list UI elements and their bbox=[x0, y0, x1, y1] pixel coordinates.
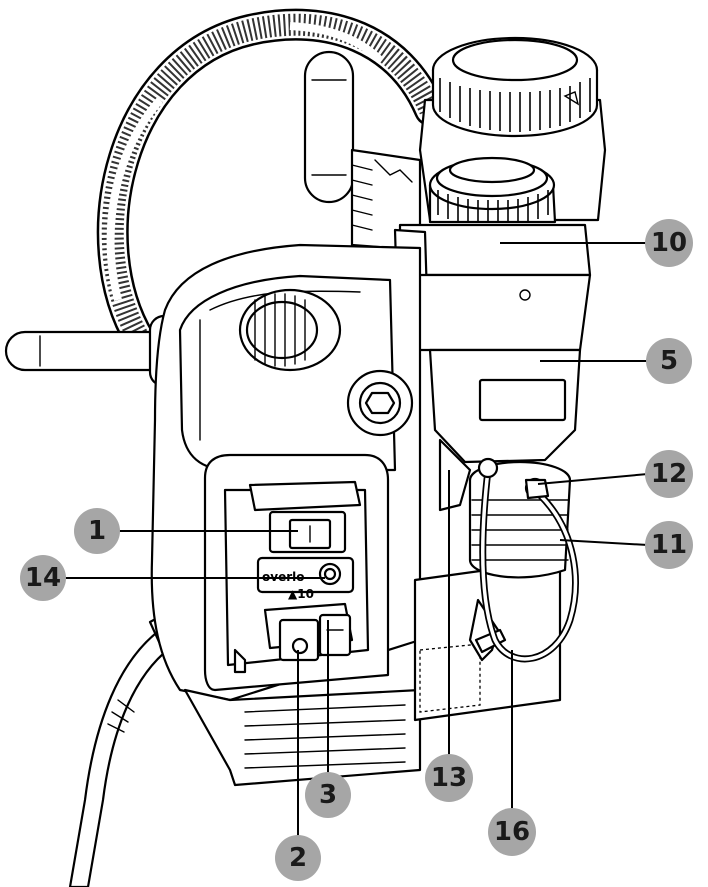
svg-text:10: 10 bbox=[651, 228, 687, 258]
indicator-text: ▲10 bbox=[288, 587, 314, 601]
coolant-hose bbox=[477, 457, 579, 663]
callout-3: 3 bbox=[305, 772, 351, 818]
callout-16: 16 bbox=[488, 808, 536, 856]
callouts: 1 14 2 3 10 5 12 11 bbox=[20, 219, 693, 881]
callout-12: 12 bbox=[645, 450, 693, 498]
svg-text:14: 14 bbox=[25, 563, 61, 593]
svg-text:3: 3 bbox=[319, 780, 337, 810]
control-panel: overlo ▲10 bbox=[203, 453, 390, 692]
handle-hose bbox=[96, 8, 446, 356]
callout-14: 14 bbox=[20, 555, 66, 601]
callout-13: 13 bbox=[425, 754, 473, 802]
callout-11: 11 bbox=[645, 521, 693, 569]
callout-1: 1 bbox=[74, 508, 120, 554]
callout-5: 5 bbox=[646, 338, 692, 384]
svg-text:5: 5 bbox=[660, 346, 678, 376]
svg-text:1: 1 bbox=[88, 516, 106, 546]
arbor-assembly bbox=[413, 289, 582, 722]
leader-lines bbox=[43, 242, 649, 858]
magnetic-base bbox=[183, 688, 422, 787]
svg-text:16: 16 bbox=[494, 817, 530, 847]
svg-text:12: 12 bbox=[651, 459, 687, 489]
callout-2: 2 bbox=[275, 835, 321, 881]
callout-10: 10 bbox=[645, 219, 693, 267]
svg-text:2: 2 bbox=[289, 843, 307, 873]
vertical-grip bbox=[303, 50, 355, 204]
svg-text:13: 13 bbox=[431, 763, 467, 793]
svg-text:11: 11 bbox=[651, 530, 687, 560]
